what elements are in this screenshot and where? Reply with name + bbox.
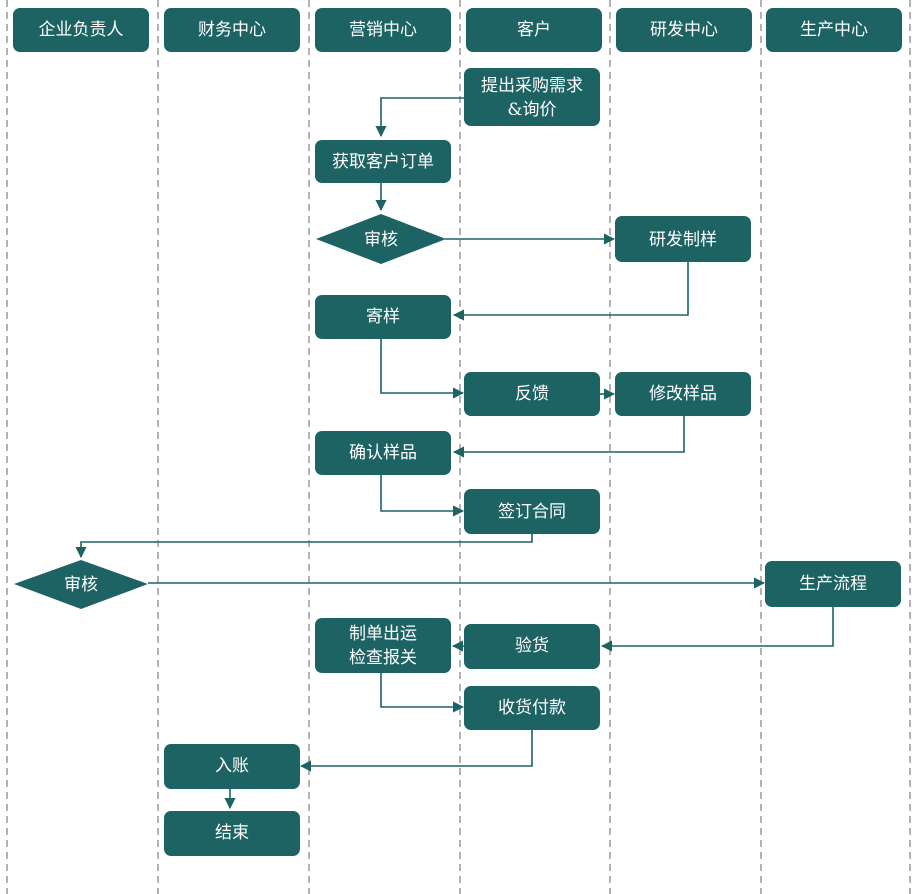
node-sign-contract: 签订合同 [498,502,566,522]
node-box [315,618,451,673]
node-box [464,372,600,416]
node-box [765,561,901,607]
connector-rd-to-sample [452,262,689,321]
node-box [464,489,600,534]
lane-header-box [315,8,451,52]
node-get-order: 获取客户订单 [332,152,434,172]
node-confirm-sample: 确认样品 [349,443,417,463]
decision-diamond [14,560,148,609]
connector-request-to-order [375,97,466,138]
node-review-1: 审核 [364,230,398,250]
node-request-line1: 提出采购需求 [481,76,583,96]
flow-nodes: 提出采购需求 &询价 获取客户订单 审核 研发制样 寄样 反馈 修改样品 确认样… [14,68,901,856]
lane-headers: 企业负责人 财务中心 营销中心 客户 研发中心 生产中心 [13,8,902,52]
connector-modify-to-confirm [452,416,685,458]
node-docs-line1: 制单出运 [349,624,417,644]
node-box [315,140,451,183]
node-rd-sample: 研发制样 [649,230,717,250]
connector-production-to-inspect [600,607,834,652]
lane-header-customer: 客户 [517,20,551,40]
node-inspect: 验货 [515,636,549,656]
node-box [615,216,751,262]
lane-header-box [616,8,752,52]
node-box [164,744,300,789]
lane-header-ceo: 企业负责人 [39,20,124,40]
connector-confirm-to-contract [380,475,465,517]
lane-header-marketing: 营销中心 [349,20,417,40]
lane-header-production: 生产中心 [800,20,868,40]
connector-contract-to-review [75,534,533,559]
decision-diamond [316,214,446,264]
lane-header-box [164,8,300,52]
lane-header-finance: 财务中心 [198,20,266,40]
lane-dividers [6,0,911,894]
connector-sample-to-feedback [380,339,465,399]
node-review-2: 审核 [64,575,98,595]
node-box [464,68,600,126]
node-box [615,372,751,416]
lane-header-rd: 研发中心 [650,20,718,40]
lane-header-box [466,8,602,52]
node-box [464,624,600,669]
connector-docs-to-pay [380,673,465,713]
node-end: 结束 [215,823,249,843]
node-send-sample: 寄样 [366,307,400,327]
node-box [164,811,300,856]
connector-pay-to-account [299,730,533,772]
node-receive-pay: 收货付款 [498,698,566,718]
connectors [75,97,834,810]
lane-header-box [766,8,902,52]
node-request-line2: &询价 [507,100,556,120]
node-box [315,431,451,475]
node-docs-line2: 检查报关 [349,648,417,668]
node-box [464,686,600,730]
lane-header-box [13,8,149,52]
node-production: 生产流程 [799,574,867,594]
node-modify-sample: 修改样品 [649,384,717,404]
node-account: 入账 [215,756,249,776]
node-box [315,295,451,339]
node-feedback: 反馈 [515,384,549,404]
